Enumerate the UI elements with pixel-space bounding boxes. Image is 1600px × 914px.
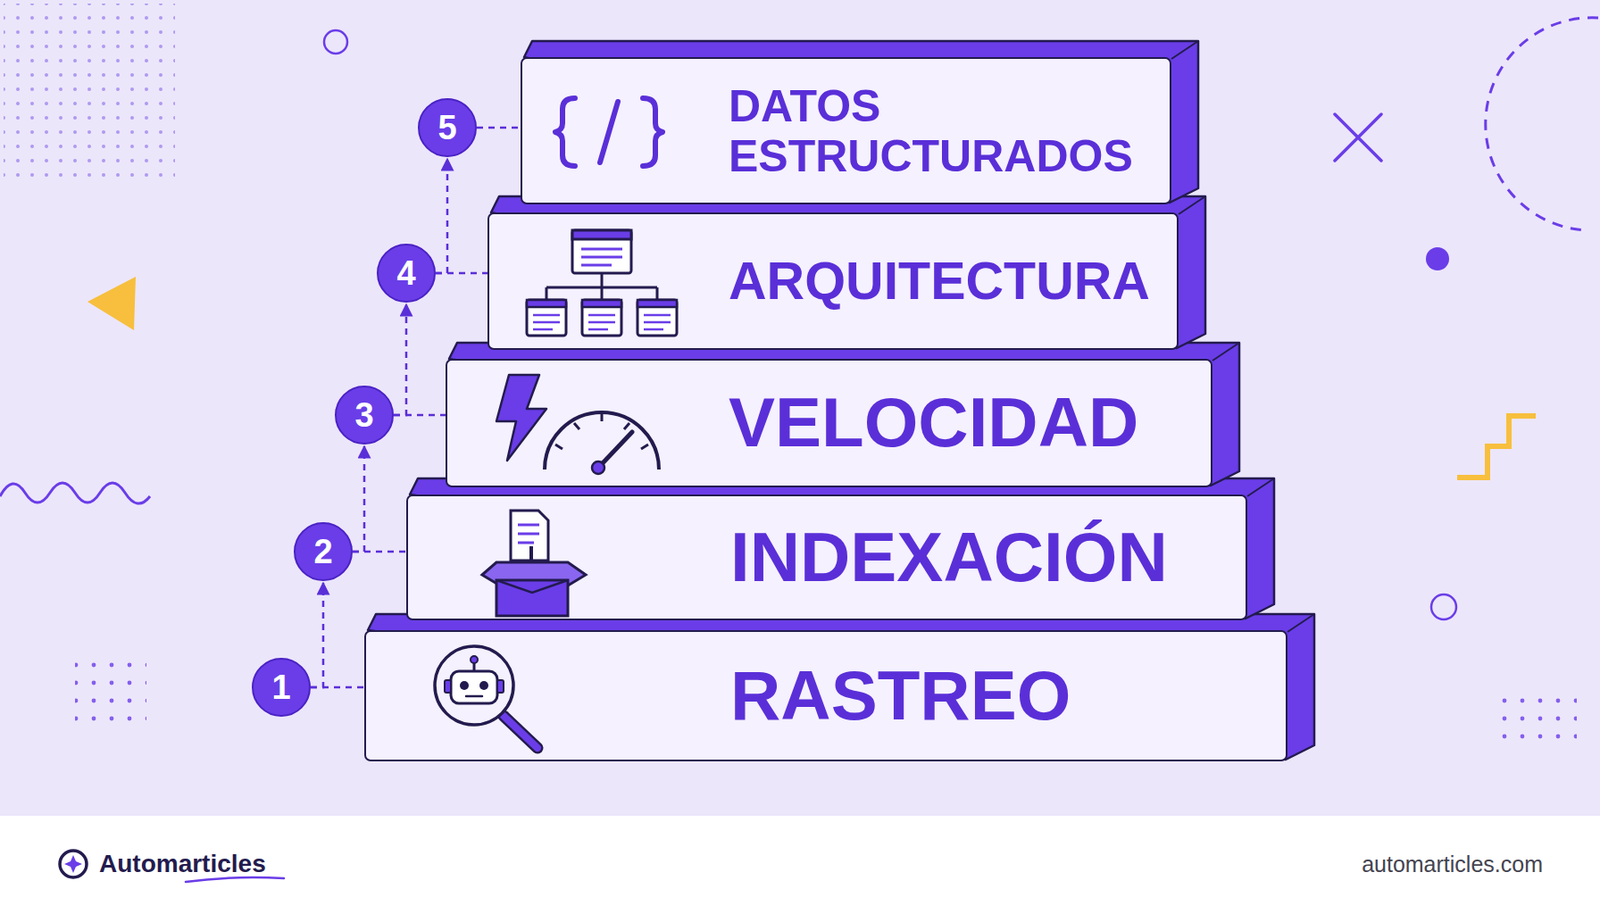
logo-underline — [185, 877, 284, 883]
cross — [1334, 114, 1382, 161]
footer-band — [0, 816, 1600, 914]
step-box: VELOCIDAD — [445, 358, 1213, 488]
triangle — [87, 276, 136, 331]
step-box: DATOS ESTRUCTURADOS — [520, 57, 1172, 205]
step-arrow — [310, 583, 324, 688]
leader-line — [393, 414, 446, 417]
step-box: ARQUITECTURA — [487, 212, 1179, 350]
step-label: VELOCIDAD — [728, 383, 1139, 462]
callout-label: 1 — [271, 670, 291, 705]
dot-grid — [75, 650, 147, 722]
leader-line — [310, 686, 365, 690]
logo-mark — [59, 850, 87, 878]
leader-line — [435, 272, 488, 275]
document-box-icon — [482, 510, 586, 617]
step-extrusion-edge — [1212, 342, 1240, 361]
step-label: RASTREO — [730, 657, 1071, 735]
robot-magnifier-icon — [434, 646, 538, 749]
zigzag — [1457, 416, 1536, 478]
callout-label: 5 — [437, 110, 457, 145]
ring — [324, 30, 348, 54]
step-extrusion-edge — [1171, 41, 1199, 59]
callout-number: 5 — [417, 98, 477, 158]
step-label: DATOS ESTRUCTURADOS — [728, 81, 1149, 182]
callout-label: 3 — [354, 398, 374, 433]
callout-label: 4 — [396, 256, 416, 291]
step-arrow — [435, 158, 448, 274]
step-box: RASTREO — [364, 630, 1288, 762]
callout-number: 4 — [376, 243, 436, 303]
wave — [0, 483, 150, 504]
callout-label: 2 — [313, 534, 333, 569]
step-extrusion-edge — [1178, 196, 1206, 215]
step-extrusion-edge — [1287, 614, 1315, 633]
sitemap-icon — [526, 230, 677, 336]
speed-icon — [496, 375, 659, 475]
step-label: INDEXACIÓN — [730, 518, 1168, 597]
leader-line — [352, 550, 407, 554]
step-arrow — [393, 304, 407, 416]
step-extrusion-edge — [1247, 478, 1275, 497]
step-box: INDEXACIÓN — [406, 494, 1248, 621]
callout-number: 3 — [334, 385, 394, 445]
callout-number: 2 — [293, 522, 353, 582]
brand-logo: Automarticles — [99, 850, 267, 879]
step-label: ARQUITECTURA — [728, 251, 1150, 311]
dot-grid — [1496, 685, 1577, 750]
leader-line — [476, 126, 521, 130]
ring — [1431, 594, 1457, 620]
website-url: automarticles.com — [1361, 851, 1543, 878]
dashed-arc — [1485, 17, 1599, 231]
logo-mark — [64, 855, 83, 874]
code-icon — [555, 98, 663, 167]
dot — [1425, 247, 1450, 271]
background — [0, 0, 1600, 817]
step-arrow — [352, 446, 365, 552]
callout-number: 1 — [251, 658, 311, 717]
dot-grid — [3, 3, 175, 183]
